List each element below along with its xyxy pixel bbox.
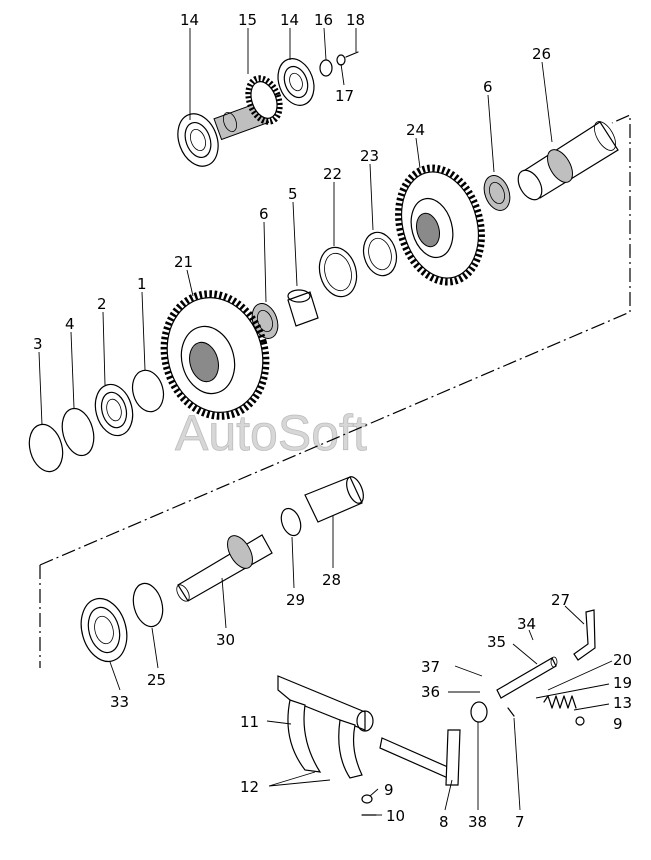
- callout-4: 4: [65, 315, 75, 333]
- washer-17: [336, 54, 346, 66]
- callout-28: 28: [322, 571, 341, 589]
- pin-7: [507, 707, 515, 717]
- callout-7: 7: [515, 813, 525, 831]
- callout-1: 1: [137, 275, 147, 293]
- leader-lines: [38, 27, 613, 816]
- callout-29: 29: [286, 591, 305, 609]
- callout-30: 30: [216, 631, 235, 649]
- shaft-30: [176, 534, 273, 602]
- callout-12: 12: [240, 778, 259, 796]
- callout-18: 18: [346, 11, 365, 29]
- watermark: AutoSoft: [175, 405, 367, 461]
- rod-35: [496, 656, 558, 699]
- callout-11: 11: [240, 713, 259, 731]
- washer-38: [470, 701, 488, 723]
- callout-36: 36: [421, 683, 440, 701]
- callout-8: 8: [439, 813, 449, 831]
- callout-25: 25: [147, 671, 166, 689]
- callout-14-right: 14: [280, 11, 299, 29]
- gear-21: [160, 290, 270, 420]
- callout-37: 37: [421, 658, 440, 676]
- nut-9-right: [575, 716, 585, 726]
- centerline-upper: [39, 114, 631, 566]
- spring-13: [543, 695, 577, 709]
- callout-3: 3: [33, 335, 43, 353]
- callout-14-left: 14: [180, 11, 199, 29]
- callout-9-lower: 9: [384, 781, 394, 799]
- callout-6-upper: 6: [483, 78, 493, 96]
- bearing-14-right: [277, 58, 315, 106]
- callout-34: 34: [517, 615, 536, 633]
- callout-21: 21: [174, 253, 193, 271]
- callout-13: 13: [613, 694, 632, 712]
- callout-2: 2: [97, 295, 107, 313]
- callout-20: 20: [613, 651, 632, 669]
- snap-ring-3: [28, 423, 64, 473]
- gear-24: [395, 164, 485, 286]
- callout-33: 33: [110, 693, 129, 711]
- ring-25: [132, 582, 164, 628]
- sleeve-28: [304, 476, 364, 523]
- callout-38: 38: [468, 813, 487, 831]
- needle-bearing-6-upper: [483, 175, 511, 211]
- callout-17: 17: [335, 87, 354, 105]
- callout-19: 19: [613, 674, 632, 692]
- shaft-26: [517, 121, 619, 201]
- ring-22: [318, 246, 358, 298]
- callout-10: 10: [386, 807, 405, 825]
- callout-22: 22: [323, 165, 342, 183]
- callout-15: 15: [238, 11, 257, 29]
- ring-29: [280, 507, 302, 537]
- gear-15: [213, 75, 283, 141]
- ring-1: [131, 369, 165, 413]
- bushing-5: [287, 289, 319, 327]
- bearing-2: [94, 383, 134, 437]
- bearing-14-left: [177, 113, 219, 167]
- callout-27: 27: [551, 591, 570, 609]
- callout-5: 5: [288, 185, 298, 203]
- ring-16: [319, 59, 333, 77]
- bracket-8: [379, 729, 461, 786]
- callouts: 14 15 14 16 18 17 26 6 24 23 22 5 6 21 1…: [33, 11, 632, 831]
- lever-27: [573, 609, 596, 661]
- bearing-33: [80, 597, 128, 663]
- callout-35: 35: [487, 633, 506, 651]
- snap-ring-4: [61, 407, 95, 457]
- callout-26: 26: [532, 45, 551, 63]
- callout-16: 16: [314, 11, 333, 29]
- callout-6-lower: 6: [259, 205, 269, 223]
- callout-23: 23: [360, 147, 379, 165]
- bolt-18: [345, 51, 359, 58]
- nut-9-lower: [361, 794, 373, 804]
- callout-24: 24: [406, 121, 425, 139]
- shift-fork-11: [277, 675, 374, 779]
- synchro-ring-23: [362, 231, 398, 277]
- callout-9-right: 9: [613, 715, 623, 733]
